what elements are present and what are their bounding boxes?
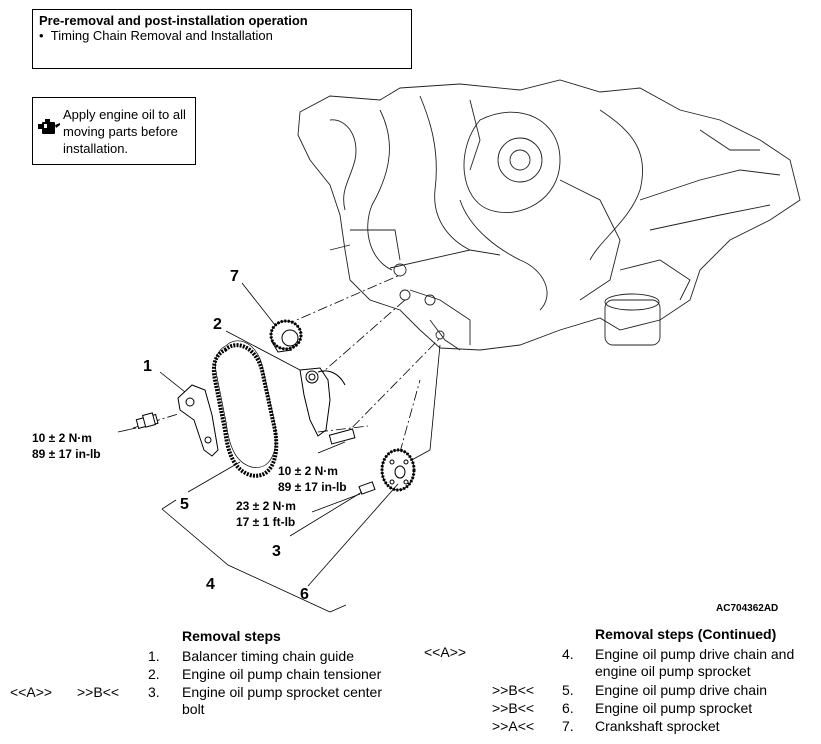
callout-4: 4 [206, 576, 215, 593]
engine-exploded-diagram [117, 79, 801, 613]
figure-code: AC704362AD [716, 603, 779, 614]
preremoval-title: Pre-removal and post-installation operat… [39, 13, 308, 28]
engine-block [297, 79, 801, 351]
step-text: Engine oil pump drive chain and engine o… [595, 646, 795, 679]
mark-3-right: >>B<< [77, 684, 120, 700]
leader-oilpump [407, 344, 441, 463]
leader-3 [289, 491, 363, 537]
step-number: 1. [148, 648, 160, 664]
preremoval-item-text: Timing Chain Removal and Installation [50, 28, 273, 43]
torque-1-nm: 10 ± 2 N·m [32, 431, 92, 445]
step-number: 2. [148, 666, 160, 682]
callout-6: 6 [300, 586, 309, 603]
crankshaft-sprocket [269, 319, 303, 353]
leader-1 [159, 371, 186, 393]
step-number: 5. [562, 682, 574, 698]
step-number: 3. [148, 684, 160, 700]
leader-5 [187, 461, 241, 493]
step-text: Crankshaft sprocket [595, 718, 720, 734]
centerline-7 [284, 274, 401, 326]
callout-3: 3 [272, 543, 281, 560]
callout-5: 5 [180, 496, 189, 513]
oil-note-text: Apply engine oil to all moving parts bef… [63, 107, 186, 156]
centerline-2 [315, 299, 406, 379]
torque-3-imperial: 17 ± 1 ft-lb [236, 515, 296, 529]
torque-label-center-bolt: 23 ± 2 N·m 17 ± 1 ft-lb [236, 498, 296, 530]
removal-steps-continued-title: Removal steps (Continued) [595, 626, 777, 642]
torque-2-imperial: 89 ± 17 in-lb [278, 480, 347, 494]
step-text: Engine oil pump sprocket center bolt [182, 684, 382, 717]
oil-can-icon [38, 119, 60, 134]
step-text: Engine oil pump chain tensioner [182, 666, 382, 682]
callout-2: 2 [213, 316, 222, 333]
torque-3-nm: 23 ± 2 N·m [236, 499, 296, 513]
torque-label-tensioner-bolt: 10 ± 2 N·m 89 ± 17 in-lb [278, 463, 347, 495]
preremoval-box: Pre-removal and post-installation operat… [32, 9, 412, 69]
step-number: 7. [562, 718, 574, 734]
centerline-6 [339, 337, 441, 441]
torque-1-imperial: 89 ± 17 in-lb [32, 447, 101, 461]
step-text: Balancer timing chain guide [182, 648, 354, 664]
mark-4: <<A>> [424, 644, 467, 660]
mark-5: >>B<< [492, 682, 535, 698]
removal-steps-title: Removal steps [182, 628, 281, 644]
mark-3-left: <<A>> [10, 684, 53, 700]
oil-pump-sprocket [380, 448, 416, 492]
bracket-4 [161, 508, 331, 613]
callout-7: 7 [230, 268, 239, 285]
leader-t3 [311, 493, 361, 513]
mark-6: >>B<< [492, 700, 535, 716]
drive-chain [211, 340, 279, 478]
callout-1: 1 [143, 358, 152, 375]
leader-t2 [317, 441, 346, 454]
step-number: 4. [562, 646, 574, 662]
sprocket-center-bolt [358, 481, 376, 495]
leader-2 [225, 330, 301, 371]
tensioner-bolt [317, 425, 369, 445]
step-text: Engine oil pump drive chain [595, 682, 767, 698]
guide-bolt [132, 412, 179, 430]
leader-6 [307, 483, 399, 587]
leader-7 [241, 282, 276, 326]
torque-label-guide-bolt: 10 ± 2 N·m 89 ± 17 in-lb [32, 430, 101, 462]
step-text: Engine oil pump sprocket [595, 700, 753, 716]
chain-guide [177, 384, 219, 457]
chain-tensioner [299, 367, 346, 437]
leader-t1 [117, 427, 137, 433]
preremoval-item: • Timing Chain Removal and Installation [39, 28, 273, 43]
oil-note-box: Apply engine oil to all moving parts bef… [32, 97, 196, 165]
torque-2-nm: 10 ± 2 N·m [278, 464, 338, 478]
step-number: 6. [562, 700, 574, 716]
mark-7: >>A<< [492, 718, 535, 734]
